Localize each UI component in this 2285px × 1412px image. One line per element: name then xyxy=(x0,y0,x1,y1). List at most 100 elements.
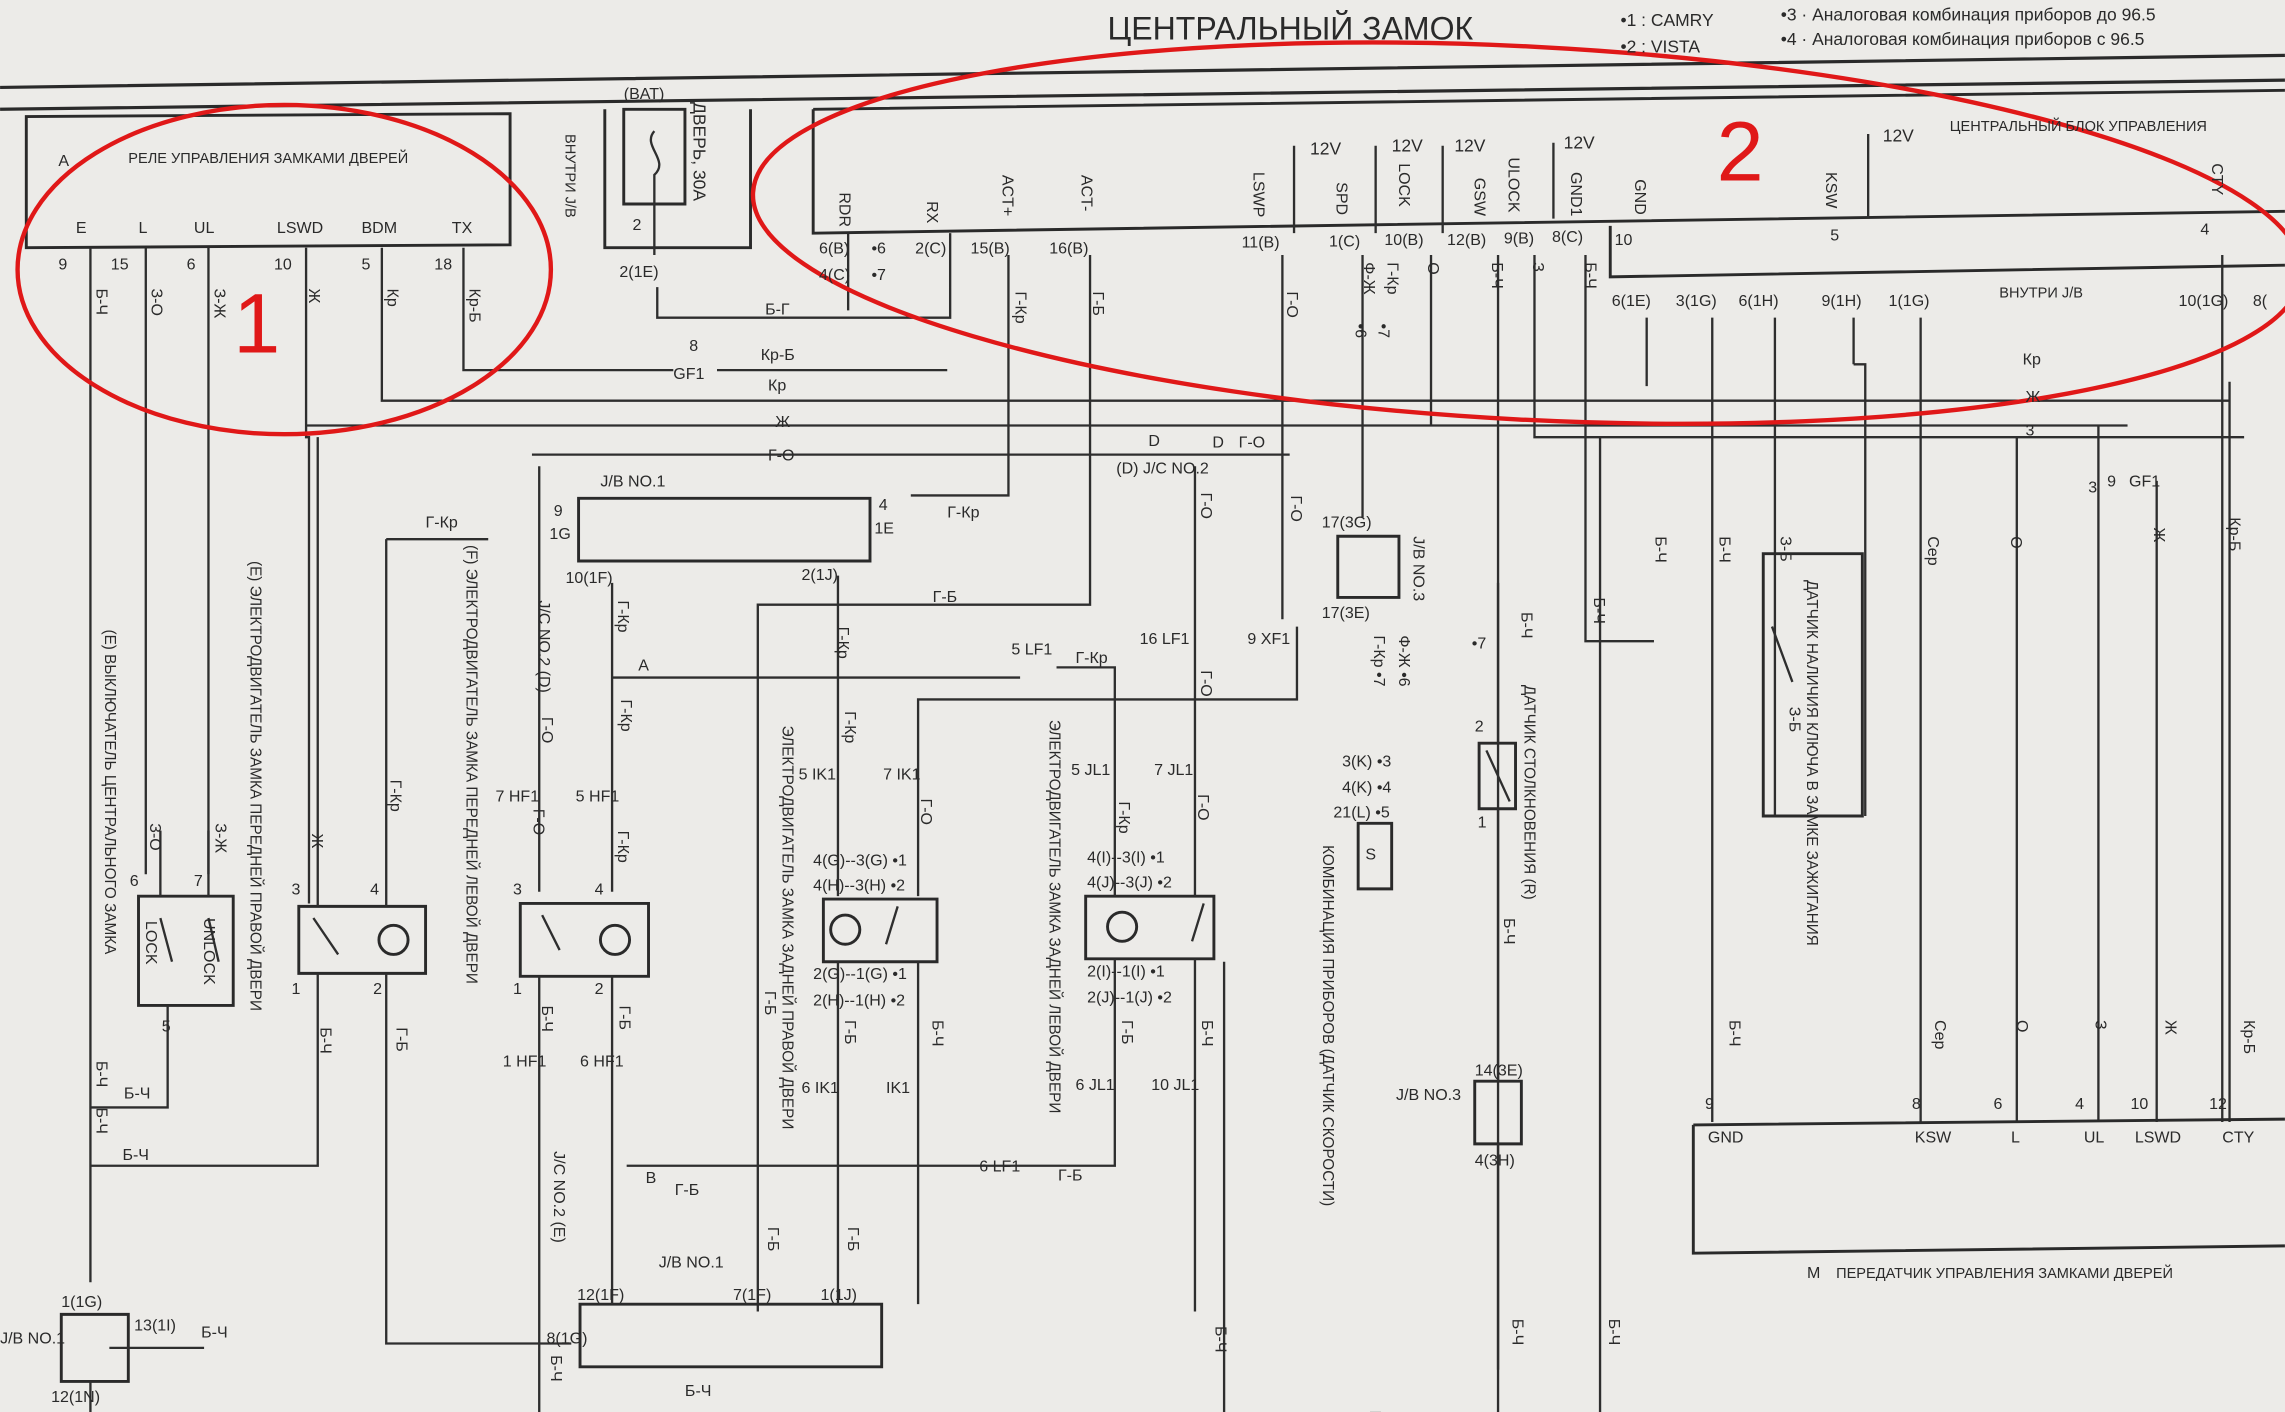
motor-icon xyxy=(1106,910,1139,943)
junctions-jb1-bottom-pins-label: 8(1G) xyxy=(547,1330,588,1348)
rear-left-motor-pins-label: 2(I)--1(I) •1 xyxy=(1087,962,1165,980)
legend-label: •1 : CAMRY xyxy=(1620,10,1714,30)
rear-right-motor-pins-label: 4(H)--3(H) •2 xyxy=(813,876,905,894)
junctions-jb1-top-label-label: J/B NO.1 xyxy=(600,473,665,491)
junctions-jc2-d-connectors-label: 9 XF1 xyxy=(1247,630,1290,648)
bus-wires-label: GF1 xyxy=(673,365,704,383)
central-block-wire-colors-label: Ф-Ж xyxy=(1360,262,1378,295)
jb1-top-box xyxy=(577,496,872,563)
jb1-bottom-box xyxy=(578,1302,884,1369)
diagram-labels: ЦЕНТРАЛЬНЫЙ ЗАМОК•1 : CAMRY•2 : VISTA•3 … xyxy=(0,4,2268,1412)
junctions-jb1-bottom-pins-label: 12(1F) xyxy=(577,1286,624,1304)
junctions-jb1-top-wires-label: Г-Кр xyxy=(947,503,979,521)
bus-wires-label: Кр xyxy=(2023,350,2041,368)
junctions-jc2-d-connectors-label: 16 LF1 xyxy=(1140,630,1190,648)
rear-right-motor-pins-label: 2(H)--1(H) •2 xyxy=(813,991,905,1009)
collision-sensor-box xyxy=(1473,741,1523,1146)
transmitter-wire-colors-label: Кр-Б xyxy=(2240,1020,2258,1054)
junctions-jb1-top-pins-label: 10(1F) xyxy=(565,569,612,587)
transmitter-pin-names-label: UL xyxy=(2084,1128,2105,1146)
front-right-motor-box xyxy=(297,904,428,975)
bus-wires-label: Б-Г xyxy=(765,301,790,319)
front-left-motor-pins-label: 1 xyxy=(513,980,522,998)
transmitter-box xyxy=(1691,1117,2285,1255)
rear-left-motor-pins-label: 2(J)--1(J) •2 xyxy=(1087,989,1172,1007)
central-block-pin-connectors-label: 4(C) xyxy=(819,266,850,284)
door-switch-unlock-label: UNLOCK xyxy=(200,918,218,985)
junctions-jb1-left-pins-label: 12(1N) xyxy=(51,1388,100,1406)
right-side-wire-colors-label: Б-Ч xyxy=(1716,536,1734,563)
relay-pin-names-label: LSWD xyxy=(277,219,323,237)
transmitter-pin-numbers-label: 9 xyxy=(1705,1095,1714,1113)
components-label: КОМБИНАЦИЯ ПРИБОРОВ (ДАТЧИК СКОРОСТИ) xyxy=(1319,845,1336,1206)
central-block-pin-names-label: SPD xyxy=(1332,182,1350,215)
motor-symbols xyxy=(159,626,1794,963)
junctions-jb3-meter-pins-label: 21(L) •5 xyxy=(1333,803,1389,821)
junctions-jc2-b-wires-label: Г-Б xyxy=(1058,1166,1083,1184)
door-lock-switch-box xyxy=(137,894,235,1007)
central-block-supply-label: 12V xyxy=(1454,136,1485,156)
legend-label: •2 : VISTA xyxy=(1620,36,1700,56)
junctions-jc2-d-wires-label: Г-О xyxy=(1287,495,1305,521)
fuse-connector-label: 2(1E) xyxy=(619,263,658,281)
central-block-supply-label: 12V xyxy=(1310,138,1341,158)
central-block-pin-connectors-label: 6(B) xyxy=(819,240,849,258)
rear-right-motor-box xyxy=(821,897,939,964)
right-side-connector-pins-label: 9 xyxy=(2107,473,2116,491)
junctions-jc2-b-lf1-label: 6 LF1 xyxy=(979,1158,1020,1176)
front-right-motor-pins-label: 4 xyxy=(370,881,379,899)
transmitter-pin-names-label: KSW xyxy=(1915,1128,1952,1146)
central-block-wire-colors-label: Г-Б xyxy=(1089,291,1107,316)
relay-pin-numbers-label: 6 xyxy=(187,256,196,274)
front-left-motor-connectors-label: 7 HF1 xyxy=(496,787,540,805)
relay-pin-numbers-label: 5 xyxy=(361,256,370,274)
relay-wire-colors-label: З-О xyxy=(148,289,166,316)
central-block-pin-names-label: ULOCK xyxy=(1504,157,1522,212)
central-block-jb-connectors-label: 10(1G) xyxy=(2179,292,2229,310)
annotations-label: 2 xyxy=(1717,104,1764,199)
right-side-wire-colors-label: Кр-Б xyxy=(2226,517,2244,551)
components-label: (E) ЭЛЕКТРОДВИГАТЕЛЬ ЗАМКА ПЕРЕДНЕЙ ПРАВ… xyxy=(247,561,265,1011)
front-right-motor-wires-label: Г-Кр xyxy=(387,780,405,812)
rear-left-motor-wires-label: Г-Б xyxy=(1118,1020,1136,1045)
junctions-ground-wires-label: Б-Ч xyxy=(1509,1319,1527,1346)
central-block-pin-connectors-label: 4 xyxy=(2200,221,2209,239)
motor-icon xyxy=(598,923,632,956)
central-block-jb-label-label: ВНУТРИ J/B xyxy=(1999,285,2083,301)
relay-wires xyxy=(89,247,2230,1283)
junctions-jb1-bottom-pins-label: 7(1F) xyxy=(733,1286,771,1304)
right-side-connector-pins-label: 3 xyxy=(2088,479,2097,497)
wiring xyxy=(0,40,2285,1412)
rear-right-motor-pins-label: 2(G)--1(G) •1 xyxy=(813,965,907,983)
fuse-wires xyxy=(531,130,1290,456)
junctions-jc2-a-lf1-label: 5 LF1 xyxy=(1011,640,1052,658)
front-left-motor-wires-label: Б-Ч xyxy=(538,1005,556,1032)
central-block-pin-names-label: GND1 xyxy=(1567,172,1585,217)
central-block-jb-connectors-label: 3(1G) xyxy=(1676,292,1717,310)
junctions-jc2-a-wires-label: Г-О xyxy=(538,717,556,743)
front-left-motor-connectors-label: 6 HF1 xyxy=(580,1053,624,1071)
relay-pin-numbers-label: 18 xyxy=(434,256,452,274)
central-block-wire-colors-label: Б-Ч xyxy=(1581,262,1599,289)
bus-wires-label: 8 xyxy=(689,337,698,355)
transmitter-pin-numbers-label: 10 xyxy=(2130,1095,2148,1113)
rear-left-motor-connectors-label: 10 JL1 xyxy=(1151,1076,1199,1094)
jb3-box xyxy=(1336,534,1401,891)
fuse-location-label: ВНУТРИ J/B xyxy=(561,134,577,218)
junctions-jc2-d-label-label: (D) J/C NO.2 xyxy=(1116,460,1209,478)
relay-wire-colors-label: Кр-Б xyxy=(465,289,483,323)
fuse-box xyxy=(603,107,752,250)
junctions-jc2-a-node-label: A xyxy=(638,656,649,674)
components-label: ДАТЧИК НАЛИЧИЯ КЛЮЧА В ЗАМКЕ ЗАЖИГАНИЯ xyxy=(1803,580,1820,946)
relay-wire-colors-label: Кр xyxy=(384,289,402,307)
central-block-pin-names-label: ACT- xyxy=(1077,175,1095,211)
right-side-wire-colors-label: О xyxy=(2007,536,2025,548)
jb1-left-box xyxy=(59,1312,130,1383)
title-label: ЦЕНТРАЛЬНЫЙ ЗАМОК xyxy=(1108,10,1474,46)
central-block-wire-colors-label: З xyxy=(1529,262,1547,272)
right-side-wire-colors-label: Ж xyxy=(2150,527,2168,542)
junctions-ground-wires-label: Б-Ч xyxy=(1517,612,1535,639)
central-block-jb-connectors-label: 1(1G) xyxy=(1889,292,1930,310)
transmitter-pin-names-label: L xyxy=(2011,1128,2020,1146)
